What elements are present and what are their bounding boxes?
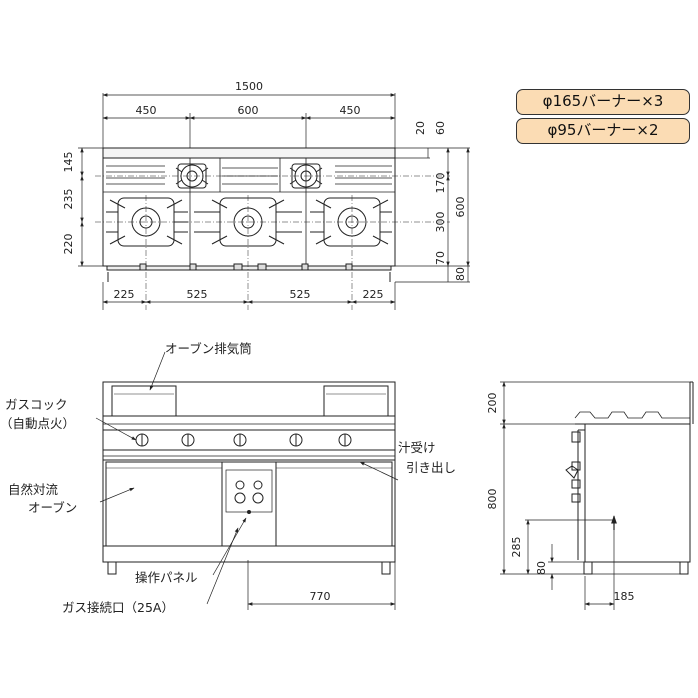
dim-right-60: 60 [434, 121, 447, 135]
dim-side-185: 185 [614, 590, 635, 603]
oven-right [275, 461, 393, 547]
dim-left-235: 235 [62, 189, 75, 210]
dim-bottom-225-left: 225 [114, 288, 135, 301]
operation-panel [221, 461, 277, 547]
label-gas-cock-auto: （自動点火） [0, 416, 75, 431]
dim-right-300: 300 [434, 212, 447, 233]
label-drip-tray: 汁受け [398, 440, 436, 455]
burner-95-badge: φ95バーナー×2 [516, 118, 690, 144]
oven-left [105, 461, 223, 547]
dim-bottom-525-left: 525 [187, 288, 208, 301]
dim-left-145: 145 [62, 152, 75, 173]
dim-770: 770 [310, 590, 331, 603]
dim-right-20: 20 [414, 121, 427, 135]
label-operation-panel: 操作パネル [135, 570, 198, 585]
top-view [78, 93, 470, 310]
dim-right-70: 70 [434, 251, 447, 265]
dim-side-80: 80 [535, 561, 548, 575]
front-view [95, 351, 399, 610]
dim-side-285: 285 [510, 537, 523, 558]
gas-cock-knobs [135, 433, 352, 447]
label-oven-vent: オーブン排気筒 [165, 341, 252, 356]
dim-top-right: 450 [340, 104, 361, 117]
label-oven: オーブン [28, 500, 77, 515]
dim-right-80: 80 [454, 267, 467, 281]
label-drawer: 引き出し [406, 460, 456, 475]
dim-overall-width: 1500 [235, 80, 263, 93]
dim-right-170: 170 [434, 173, 447, 194]
label-gas-cock: ガスコック [5, 397, 68, 412]
dim-top-left: 450 [136, 104, 157, 117]
label-oven-natural: 自然対流 [8, 482, 59, 497]
dim-right-600: 600 [454, 197, 467, 218]
dim-left-220: 220 [62, 234, 75, 255]
dim-top-center: 600 [238, 104, 259, 117]
dim-bottom-525-right: 525 [290, 288, 311, 301]
dim-bottom-225-right: 225 [363, 288, 384, 301]
label-gas-inlet: ガス接続口（25A） [62, 600, 174, 615]
dim-side-200: 200 [486, 393, 499, 414]
dim-side-800: 800 [486, 489, 499, 510]
side-view [500, 381, 694, 610]
burner-165-badge: φ165バーナー×3 [516, 89, 690, 115]
